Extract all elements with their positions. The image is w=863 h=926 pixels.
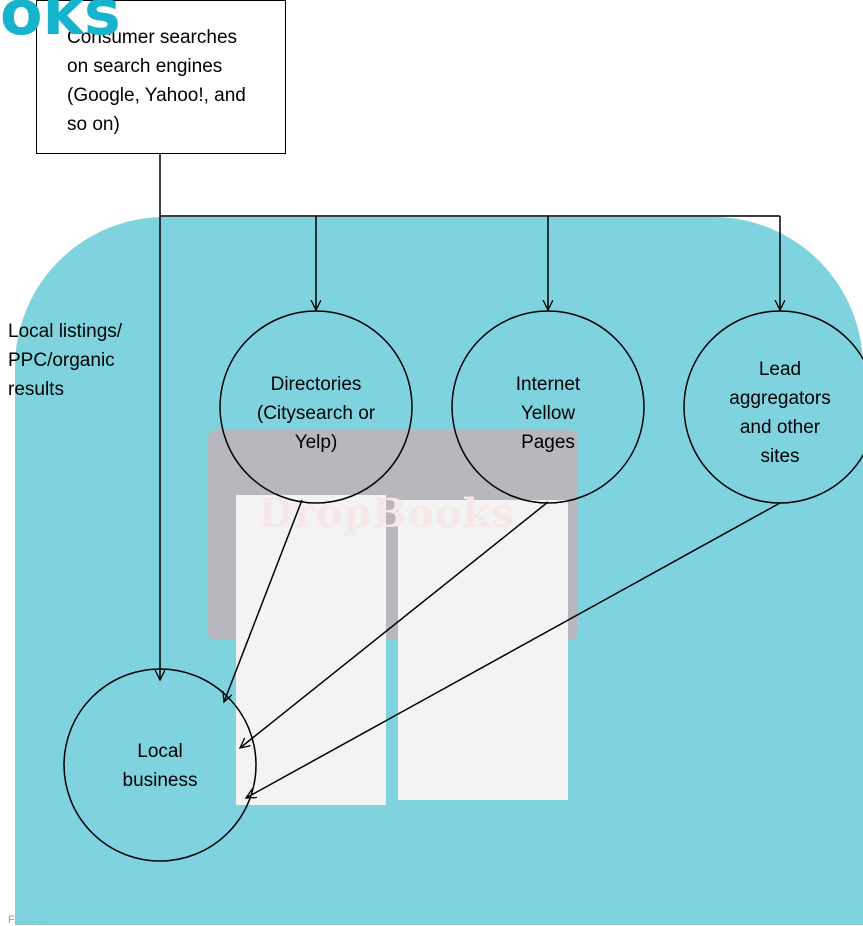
node-lead-aggregators [683, 310, 863, 504]
node-consumer-label: Consumer searches on search engines (Goo… [67, 27, 246, 135]
figure-caption-fragment: F... ... ... [8, 914, 48, 926]
node-lead-aggregators-label: Lead aggregators and other sites [729, 359, 831, 467]
node-local-business-label: Local business [122, 741, 198, 791]
watermark-book-left-page [236, 495, 386, 805]
watermark-brand-fragment: oks [0, 0, 121, 49]
watermark-text: DropBooks [258, 490, 515, 537]
node-consumer-searches: Consumer searches on search engines (Goo… [36, 0, 286, 154]
arrow-directories-to-business [224, 499, 303, 702]
node-local-business [63, 668, 257, 862]
arrow-yellow-pages-to-business [240, 501, 549, 748]
node-directories-label: Directories (Citysearch or Yelp) [256, 374, 376, 453]
node-yellow-pages [451, 310, 645, 504]
edge-label-local-listings: Local listings/ PPC/organic results [8, 321, 123, 400]
watermark-book-right-page [398, 500, 568, 800]
node-directories [219, 310, 413, 504]
node-yellow-pages-label: Internet Yellow Pages [515, 374, 581, 453]
arrow-aggregators-to-business [246, 502, 781, 798]
